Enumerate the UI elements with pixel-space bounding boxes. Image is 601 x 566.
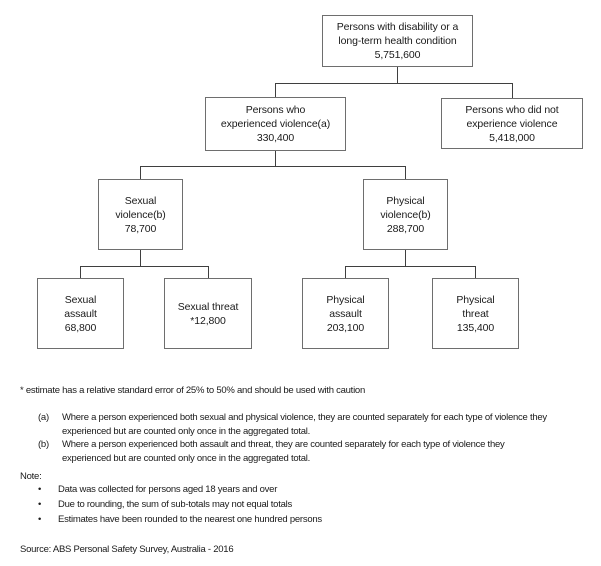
- node-physical-threat: Physical threat 135,400: [432, 278, 519, 349]
- node-label: Sexual threat: [177, 300, 239, 313]
- footnote-b: (b) Where a person experienced both assa…: [38, 438, 586, 465]
- footnote-b-text: Where a person experienced both assault …: [62, 438, 505, 465]
- connector-line: [80, 266, 81, 278]
- footnote-line: Where a person experienced both assault …: [62, 439, 505, 450]
- node-physical-violence: Physical violence(b) 288,700: [363, 179, 448, 250]
- connector-line: [405, 166, 406, 179]
- node-physical-assault: Physical assault 203,100: [302, 278, 389, 349]
- footnote-a-text: Where a person experienced both sexual a…: [62, 411, 547, 438]
- node-value: 78,700: [124, 222, 157, 235]
- node-value: 330,400: [256, 132, 295, 144]
- connector-line: [208, 266, 209, 278]
- node-value: 203,100: [326, 321, 365, 334]
- connector-line: [80, 266, 209, 267]
- connector-line: [397, 67, 398, 83]
- note-bullet-1: • Data was collected for persons aged 18…: [38, 483, 578, 497]
- node-label: Physical assault: [326, 293, 365, 320]
- note-bullet-text: Data was collected for persons aged 18 y…: [58, 484, 278, 495]
- connector-line: [345, 266, 346, 278]
- bullet-icon: •: [38, 514, 42, 525]
- note-bullet-text: Estimates have been rounded to the neare…: [58, 514, 322, 525]
- node-sexual-violence: Sexual violence(b) 78,700: [98, 179, 183, 250]
- node-label: Sexual violence(b): [115, 194, 166, 221]
- node-label: Persons who experienced violence(a): [220, 104, 331, 130]
- footnote-line: experienced but are counted only once in…: [62, 425, 311, 437]
- node-label: Physical violence(b): [380, 194, 431, 221]
- node-value: 5,751,600: [374, 49, 421, 61]
- note-bullet-3: • Estimates have been rounded to the nea…: [38, 513, 578, 527]
- connector-line: [140, 166, 406, 167]
- node-value: *12,800: [190, 314, 226, 327]
- node-sexual-assault: Sexual assault 68,800: [37, 278, 124, 349]
- note-bullet-2: • Due to rounding, the sum of sub-totals…: [38, 498, 578, 512]
- connector-line: [140, 250, 141, 266]
- connector-line: [275, 151, 276, 166]
- node-label: Persons with disability or a long-term h…: [336, 21, 459, 47]
- note-bullet-text: Due to rounding, the sum of sub-totals m…: [58, 499, 292, 510]
- node-label: Persons who did not experience violence: [465, 103, 559, 130]
- connector-line: [140, 166, 141, 179]
- node-value: 68,800: [64, 321, 97, 334]
- footnote-a: (a) Where a person experienced both sexu…: [38, 411, 586, 438]
- connector-line: [345, 266, 476, 267]
- node-label: Physical threat: [456, 293, 495, 320]
- node-experienced-violence: Persons who experienced violence(a) 330,…: [205, 97, 346, 151]
- footnote-line: Where a person experienced both sexual a…: [62, 412, 547, 423]
- node-did-not-experience-violence: Persons who did not experience violence …: [441, 98, 583, 149]
- connector-line: [275, 83, 276, 97]
- node-sexual-threat: Sexual threat *12,800: [164, 278, 252, 349]
- connector-line: [405, 250, 406, 266]
- footnote-line: experienced but are counted only once in…: [62, 452, 311, 464]
- connector-line: [275, 83, 513, 84]
- asterisk-footnote: * estimate has a relative standard error…: [20, 385, 365, 396]
- connector-line: [512, 83, 513, 98]
- source-line: Source: ABS Personal Safety Survey, Aust…: [20, 544, 234, 555]
- bullet-icon: •: [38, 484, 42, 495]
- connector-line: [475, 266, 476, 278]
- note-title: Note:: [20, 471, 42, 482]
- node-persons-with-disability: Persons with disability or a long-term h…: [322, 15, 473, 67]
- footnote-b-label: (b): [38, 439, 49, 450]
- node-value: 5,418,000: [489, 131, 535, 144]
- node-label: Sexual assault: [64, 293, 97, 320]
- footnote-a-label: (a): [38, 412, 49, 423]
- node-value: 135,400: [456, 321, 495, 334]
- bullet-icon: •: [38, 499, 42, 510]
- node-value: 288,700: [386, 222, 425, 235]
